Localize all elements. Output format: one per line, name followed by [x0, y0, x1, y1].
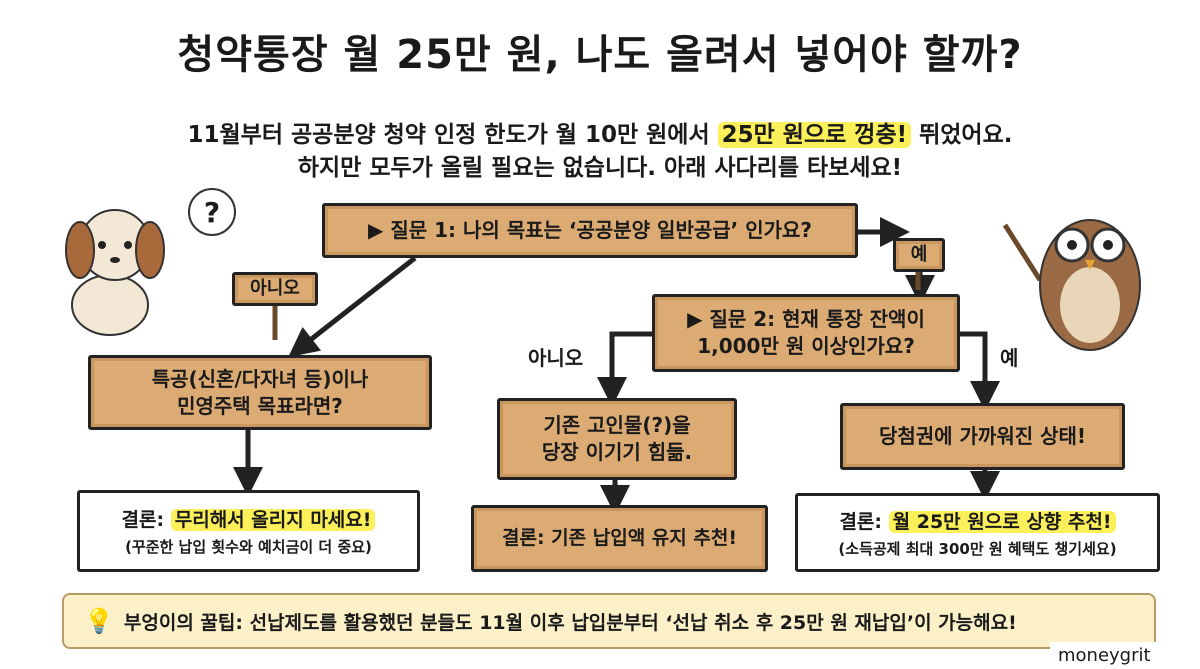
conclusion-prefix: 결론:: [839, 510, 889, 533]
question-1-board: ▶ 질문 1: 나의 목표는 ‘공공분양 일반공급’ 인가요?: [322, 203, 858, 258]
yes-label-2: 예: [1000, 346, 1019, 370]
watermark: moneygrit: [1050, 642, 1200, 669]
subtitle-text-end: 뛰었어요.: [911, 122, 1013, 148]
subtitle-line-1: 11월부터 공공분양 청약 인정 한도가 월 10만 원에서 25만 원으로 껑…: [0, 115, 1200, 149]
conclusion-prefix: 결론:: [121, 509, 171, 531]
conclusion-note: (소득공제 최대 300만 원 혜택도 챙기세요): [838, 539, 1117, 558]
puppy-illustration: [65, 209, 165, 336]
lightbulb-icon: 💡: [84, 607, 114, 635]
special-line-2: 민영주택 목표라면?: [177, 393, 343, 418]
question-2-line-2: 1,000만 원 이상인가요?: [697, 334, 915, 358]
subtitle-line-2: 하지만 모두가 올릴 필요는 없습니다. 아래 사다리를 타보세요!: [297, 155, 903, 181]
existing-line-2: 당장 이기기 힘듦.: [541, 440, 693, 464]
conclusion-highlight: 월 25만 원으로 상향 추천!: [888, 510, 1116, 533]
no-label-2: 아니오: [528, 346, 584, 370]
subtitle-highlight: 25만 원으로 껑충!: [717, 122, 912, 148]
owl-illustration: [1002, 219, 1141, 351]
existing-line-1: 기존 고인물(?)을: [543, 413, 691, 437]
question-bubble: ?: [188, 188, 236, 236]
page-title: 청약통장 월 25만 원, 나도 올려서 넣어야 할까?: [177, 32, 1023, 78]
conclusion-left: 결론: 무리해서 올리지 마세요! (꾸준한 납입 횟수와 예치금이 더 중요): [77, 490, 420, 572]
tip-banner: 💡 부엉이의 꿀팁: 선납제도를 활용했던 분들도 11월 이후 납입분부터 ‘선…: [62, 593, 1156, 649]
tip-text: 부엉이의 꿀팁: 선납제도를 활용했던 분들도 11월 이후 납입분부터 ‘선납…: [123, 611, 1017, 634]
special-line-1: 특공(신혼/다자녀 등)이나: [151, 366, 369, 391]
question-2-board: ▶ 질문 2: 현재 통장 잔액이 1,000만 원 이상인가요?: [652, 294, 960, 372]
question-2-line-1: ▶ 질문 2: 현재 통장 잔액이: [687, 307, 925, 331]
yes-sign-1: 예: [893, 238, 945, 272]
near-winning-box: 당첨권에 가까워진 상태!: [840, 403, 1125, 470]
no-sign-1: 아니오: [232, 272, 318, 306]
conclusion-note: (꾸준한 납입 횟수와 예치금이 더 중요): [125, 538, 372, 556]
conclusion-middle: 결론: 기존 납입액 유지 추천!: [471, 505, 768, 572]
conclusion-highlight: 무리해서 올리지 마세요!: [170, 509, 376, 531]
subtitle-text: 11월부터 공공분양 청약 인정 한도가 월 10만 원에서: [187, 122, 718, 148]
conclusion-right: 결론: 월 25만 원으로 상향 추천! (소득공제 최대 300만 원 혜택도 …: [795, 493, 1160, 572]
